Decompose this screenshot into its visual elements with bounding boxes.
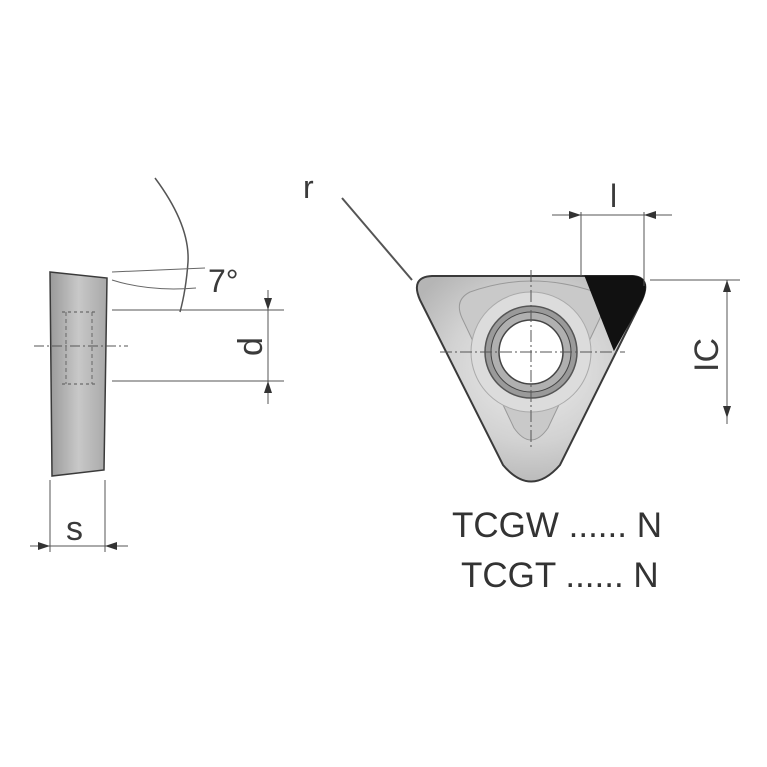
l-arrow-right [644, 211, 656, 219]
cutting-edge [584, 275, 646, 352]
l-arrow-left [569, 211, 581, 219]
s-arrow-right [105, 542, 117, 550]
top-view: r l IC [303, 169, 740, 483]
d-arrow-bottom [264, 381, 272, 393]
angle-label: 7° [208, 263, 239, 299]
inscribed-circle-label: IC [688, 338, 726, 372]
angle-leader [111, 279, 197, 290]
designation-tcgt: TCGT ...... N [461, 556, 659, 595]
ic-arrow-bottom [723, 406, 731, 418]
designation-tcgw: TCGW ...... N [452, 506, 662, 545]
clearance-angle-arc [154, 177, 189, 313]
d-arrow-top [264, 298, 272, 310]
ic-arrow-top [723, 280, 731, 292]
thickness-label: s [66, 510, 83, 548]
side-view: 7° d s [30, 177, 284, 552]
radius-label: r [303, 169, 314, 205]
radius-leader [341, 197, 413, 281]
diameter-label: d [232, 337, 270, 356]
s-arrow-left [38, 542, 50, 550]
angle-ref-line [111, 267, 206, 273]
side-body [49, 271, 108, 477]
edge-length-label: l [610, 178, 617, 214]
